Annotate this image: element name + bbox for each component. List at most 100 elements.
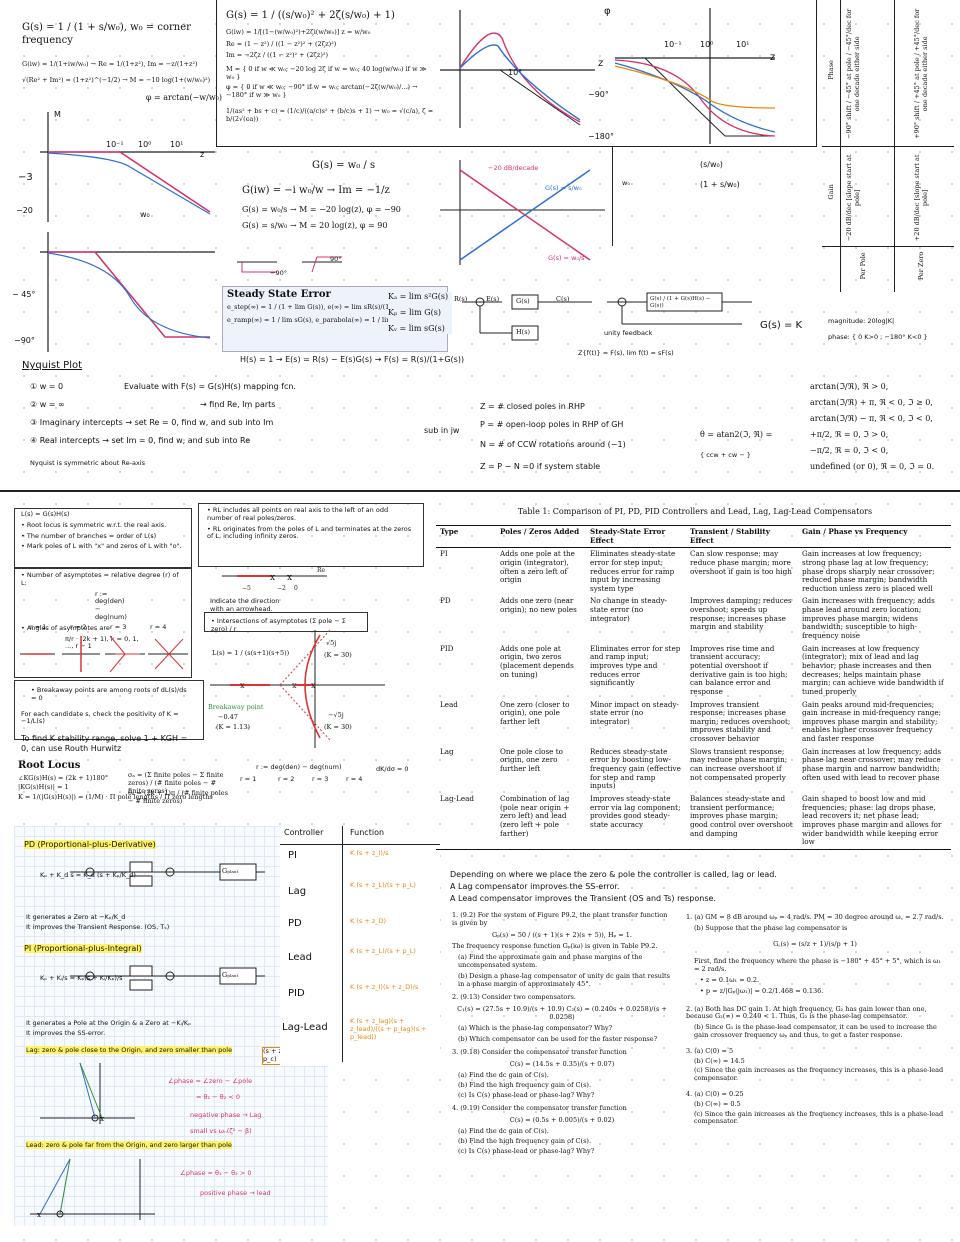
p3-eq: C(s) = (14.5s + 0.35)/(s + 0.07) <box>509 1060 615 1069</box>
second-order-im: Im = −2ζz / ((1 − z²)² + (2ζz)²) <box>226 51 328 60</box>
rl-box-1: L(s) = G(s)H(s) • Root locus is symmetri… <box>14 508 192 568</box>
section-divider <box>0 490 960 492</box>
p3-a: (a) Find the dc gain of C(s). <box>458 1070 549 1079</box>
axis-z-2: z <box>598 58 604 69</box>
axis-label-M: M <box>54 110 61 119</box>
zero-gain: +20 dB/dec [slope start at pole] <box>913 154 929 242</box>
slope-label: −20 dB/decade <box>488 164 539 172</box>
second-order-tf: G(s) = 1 / ((s/w₀)² + 2ζ(s/w₀) + 1) <box>226 10 395 21</box>
nyq-p: P = # open-loop poles in RHP of GH <box>480 420 624 429</box>
lead-phase: ∠phase = θ₁ − θ₂ > 0 <box>180 1169 252 1177</box>
s1-eq: G꜀(s) = (s/z + 1)/(s/p + 1) <box>773 939 857 948</box>
axis-phi: φ <box>604 6 611 17</box>
axis-z-3: z <box>770 52 776 63</box>
col-header: Transient / Stability Effect <box>686 524 798 549</box>
label-10e: 10° <box>508 68 523 77</box>
p1-text: The frequency response function Gₚ(iω) i… <box>452 942 658 951</box>
kv: Kᵥ = lim sG(s) <box>388 324 445 333</box>
tbl-row-name: PD <box>288 918 302 929</box>
table-cell: PID <box>440 643 454 653</box>
nyq-step4: ④ Real intercepts → set Im = 0, find w, … <box>30 436 251 445</box>
gs-w0-s: G(s) = w₀/s <box>548 254 585 262</box>
tbl-row-name: Lag-Lead <box>282 1022 328 1033</box>
table-cell: Reduces steady-state error by boosting l… <box>590 746 681 791</box>
svg-text:x: x <box>100 1115 104 1123</box>
label-minus20: −20 <box>16 206 33 215</box>
rl-pt: √5j <box>326 639 337 647</box>
nyq-sub-in: sub in jw <box>424 426 460 435</box>
lag-phase2: = θ₁ − θ₂ < 0 <box>196 1093 240 1101</box>
block-r: R(s) <box>454 295 468 303</box>
atan-case: undefined (or 0), ℜ = 0, ℑ = 0. <box>810 462 935 471</box>
pd-note2: It improves the Transient Response. (OS,… <box>26 923 170 931</box>
table-cell: Adds one pole at the origin (integrator)… <box>500 549 575 585</box>
axis-tick-label: Re <box>317 567 326 574</box>
table-cell: Eliminates steady-state error for step i… <box>590 549 676 593</box>
tbl-row-name: PI <box>288 850 297 861</box>
rl-box-4: • Intersections of asymptotes (Σ pole − … <box>204 612 368 633</box>
rl-item: r := deg(den) − deg(num) <box>95 589 127 621</box>
tbl-row-name: PID <box>288 988 305 999</box>
bode-second-order: G(s) = 1 / ((s/w₀)² + 2ζ(s/w₀) + 1) G(iw… <box>226 10 436 124</box>
s1-z: • z = 0.1ω₁ = 0.2. <box>700 975 760 984</box>
p3-c: (c) Is C(s) phase-lead or phase-lag? Why… <box>458 1090 595 1099</box>
second-order-phase-sketch <box>614 8 776 144</box>
rl-item: • Number of asymptotes = relative degree… <box>21 571 179 587</box>
nyq-ccw: { ccw + cw − } <box>700 451 751 459</box>
nyq-step2: ② w = ∞ <box>30 400 65 409</box>
pole-zero-table: Phase Gain Per Pole Per Zero −90° shift … <box>822 0 954 292</box>
s3-b: (b) C(∞) = 14.5 <box>694 1056 745 1065</box>
integrator-block: G(s) = w₀ / s G(iw) = −i w₀/w → Im = −1/… <box>242 160 442 231</box>
second-order-map: 1/(as² + bs + c) = (1/c)/((a/c)s² + (b/c… <box>226 107 434 123</box>
r-label: r = 4 <box>150 623 167 631</box>
second-order-re: Re = (1 − z²) / ((1 − z²)² + (2ζz)²) <box>226 40 337 49</box>
table-cell: PI <box>440 549 448 559</box>
table-cell: Improves steady-state error via lag comp… <box>586 792 686 850</box>
p2-b: (b) Which compensator can be used for th… <box>458 1034 658 1043</box>
nyq-evaluate: Evaluate with F(s) = G(s)H(s) mapping fc… <box>124 382 296 391</box>
r-label: r = 3 <box>110 623 127 631</box>
block-unity: G(s) / (1 + G(s)H(s) − G(s)) <box>650 296 711 309</box>
slope-sketch <box>440 160 605 265</box>
col-header: Gain / Phase vs Frequency <box>798 524 951 549</box>
divider <box>280 844 440 845</box>
k-constants: Kₐ = lim s²G(s) Kₚ = lim G(s) Kᵥ = lim s… <box>388 292 452 334</box>
label-w0: w₀ <box>140 210 150 219</box>
lead-sketch: x <box>30 1158 155 1220</box>
tbl-row-name: Lead <box>288 952 313 963</box>
rl-pt: −√5j <box>328 711 344 719</box>
axis-label-z: z <box>200 150 205 159</box>
s1-a: 1. (a) GM = 8 dB around ωₚ = 4 rad/s. PM… <box>686 913 944 921</box>
summary: Depending on where we place the zero & p… <box>450 870 950 904</box>
table-cell: Slows transient response; may reduce pha… <box>690 746 788 782</box>
nyq-symmetric: Nyquist is symmetric about Re-axis <box>30 459 145 467</box>
divider <box>822 146 954 147</box>
nyq-n: N = # of CCW rotations around (−1) <box>480 440 626 449</box>
table-cell: Gain peaks around mid-frequencies; gain … <box>802 699 942 744</box>
rl-theta: θₐ = (2k + 1)π / (# finite poles − # fin… <box>128 789 228 805</box>
summary-line1: Depending on where we place the zero & p… <box>450 870 777 879</box>
table-cell: Improves damping; reduces overshoot; spe… <box>690 596 792 632</box>
mag-label: magnitude: 20log|K| <box>828 317 895 325</box>
tick-2: 10¹ <box>170 140 184 149</box>
divider <box>216 146 816 147</box>
rl-box-5: • Breakaway points are among roots of dL… <box>14 680 204 753</box>
divider <box>216 0 217 146</box>
feedback-diagrams <box>462 292 752 341</box>
s4-a: 4. (a) C(0) = 0.25 <box>686 1089 744 1098</box>
e-ramp: e_ramp(∞) = 1 / lim sG(s), e_parabola(∞)… <box>227 316 414 325</box>
svg-text:x: x <box>270 573 275 583</box>
w0-label: w₀ <box>622 179 630 187</box>
p3: 3. (9.18) Consider the compensator trans… <box>452 1048 627 1057</box>
table-cell: Improves rise time and transient accurac… <box>690 643 788 696</box>
atan-cases: arctan(ℑ/ℜ), ℜ > 0, arctan(ℑ/ℜ) + π, ℜ <… <box>810 382 955 472</box>
nyq-find-re-im: → find Re, Im parts <box>200 400 276 409</box>
atan-case: arctan(ℑ/ℜ) − π, ℜ < 0, ℑ < 0, <box>810 414 933 423</box>
table-cell: Balances steady-state and transient perf… <box>686 792 798 850</box>
phase-label: phase: { 0 K>0 ; −180° K<0 } <box>828 333 928 341</box>
kp: Kₚ = lim G(s) <box>388 308 441 317</box>
phase-header: Phase <box>827 60 836 80</box>
